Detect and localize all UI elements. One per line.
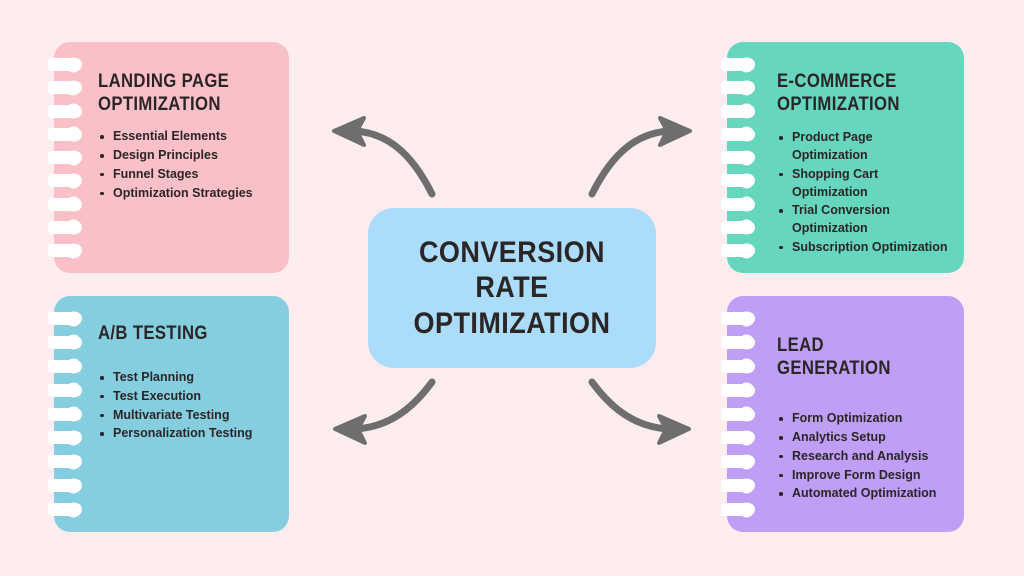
- list-item: Trial Conversion Optimization: [777, 202, 950, 238]
- spiral-ring: [48, 151, 82, 164]
- list-item: Funnel Stages: [98, 166, 275, 184]
- spiral-ring: [721, 58, 755, 71]
- spiral-binding: [48, 296, 92, 532]
- arrow-center-to-top-right: [588, 116, 692, 198]
- spiral-ring: [721, 312, 755, 325]
- card-ecommerce-optimization[interactable]: E-COMMERCE OPTIMIZATION Product Page Opt…: [721, 42, 964, 273]
- spiral-ring: [48, 127, 82, 141]
- list-item: Improve Form Design: [777, 467, 950, 485]
- spiral-ring: [48, 383, 82, 397]
- spiral-ring: [721, 104, 755, 118]
- spiral-ring: [721, 151, 755, 164]
- card-item-list: Essential Elements Design Principles Fun…: [98, 128, 275, 202]
- list-item: Subscription Optimization: [777, 239, 950, 257]
- spiral-ring: [48, 312, 82, 325]
- list-item: Design Principles: [98, 147, 275, 165]
- spiral-binding: [721, 42, 765, 273]
- spiral-ring: [721, 455, 755, 469]
- spiral-ring: [48, 244, 82, 257]
- spiral-ring: [721, 503, 755, 516]
- spiral-ring: [48, 503, 82, 516]
- center-node-conversion-rate-optimization[interactable]: CONVERSION RATE OPTIMIZATION: [368, 208, 656, 368]
- list-item: Automated Optimization: [777, 485, 950, 503]
- spiral-ring: [721, 335, 755, 349]
- card-title: LANDING PAGE OPTIMIZATION: [98, 71, 230, 116]
- list-item: Essential Elements: [98, 128, 275, 146]
- arrow-center-to-bottom-right: [588, 378, 691, 445]
- spiral-ring: [48, 431, 82, 445]
- spiral-ring: [721, 81, 755, 95]
- spiral-ring: [48, 81, 82, 95]
- list-item: Research and Analysis: [777, 448, 950, 466]
- arrow-center-to-bottom-left: [333, 378, 436, 445]
- spiral-ring: [721, 127, 755, 141]
- spiral-ring: [721, 174, 755, 188]
- spiral-ring: [721, 383, 755, 397]
- spiral-ring: [721, 479, 755, 493]
- spiral-binding: [721, 296, 765, 532]
- card-title: E-COMMERCE OPTIMIZATION: [777, 71, 900, 116]
- spiral-ring: [48, 455, 82, 469]
- spiral-ring: [48, 359, 82, 373]
- list-item: Multivariate Testing: [98, 407, 275, 425]
- spiral-ring: [721, 244, 755, 257]
- card-title: LEAD GENERATION: [777, 335, 891, 380]
- card-item-list: Product Page Optimization Shopping Cart …: [777, 129, 950, 256]
- spiral-ring: [721, 220, 755, 234]
- card-item-list: Test Planning Test Execution Multivariat…: [98, 369, 275, 443]
- spiral-ring: [721, 197, 755, 211]
- list-item: Form Optimization: [777, 410, 950, 428]
- spiral-ring: [48, 407, 82, 421]
- list-item: Analytics Setup: [777, 429, 950, 447]
- spiral-ring: [48, 220, 82, 234]
- list-item: Shopping Cart Optimization: [777, 166, 950, 202]
- arrow-center-to-top-left: [332, 116, 436, 198]
- card-title: A/B TESTING: [98, 323, 208, 344]
- list-item: Test Execution: [98, 388, 275, 406]
- list-item: Optimization Strategies: [98, 185, 275, 203]
- list-item: Personalization Testing: [98, 425, 275, 443]
- list-item: Test Planning: [98, 369, 275, 387]
- spiral-ring: [48, 335, 82, 349]
- card-landing-page-optimization[interactable]: LANDING PAGE OPTIMIZATION Essential Elem…: [48, 42, 289, 273]
- card-lead-generation[interactable]: LEAD GENERATION Form Optimization Analyt…: [721, 296, 964, 532]
- spiral-ring: [721, 359, 755, 373]
- spiral-ring: [721, 431, 755, 445]
- card-item-list: Form Optimization Analytics Setup Resear…: [777, 410, 950, 503]
- spiral-ring: [48, 197, 82, 211]
- spiral-binding: [48, 42, 92, 273]
- spiral-ring: [48, 104, 82, 118]
- spiral-ring: [721, 407, 755, 421]
- spiral-ring: [48, 58, 82, 71]
- spiral-ring: [48, 174, 82, 188]
- list-item: Product Page Optimization: [777, 129, 950, 165]
- center-title: CONVERSION RATE OPTIMIZATION: [413, 235, 611, 340]
- spiral-ring: [48, 479, 82, 493]
- card-ab-testing[interactable]: A/B TESTING Test Planning Test Execution…: [48, 296, 289, 532]
